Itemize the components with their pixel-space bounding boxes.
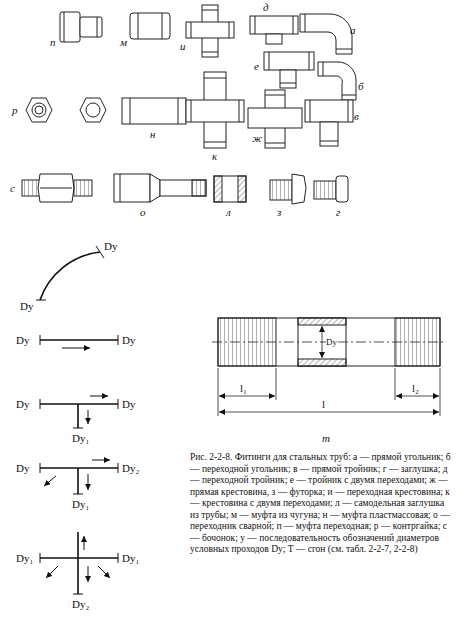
diameter-label: Dy₁: [72, 432, 89, 444]
part-letter: е: [254, 60, 259, 72]
diameter-label: Dy: [16, 334, 29, 346]
part-letter: н: [150, 128, 155, 140]
diameter-label: Dy: [16, 462, 29, 474]
part-letter: р: [12, 104, 18, 116]
part-letter: п: [50, 36, 56, 48]
part-letter: л: [226, 206, 231, 218]
part-letter: г: [336, 206, 340, 218]
part-letter: в: [354, 110, 359, 122]
dimension-label: Dy: [326, 336, 337, 348]
diameter-label: Dy₁: [72, 498, 89, 510]
part-letter: б: [358, 80, 364, 92]
diameter-label: Dy₂: [72, 598, 89, 610]
part-letter: и: [180, 40, 186, 52]
part-letter: о: [140, 206, 146, 218]
part-letter: м: [120, 36, 127, 48]
part-letter: к: [212, 150, 217, 162]
part-letter: т: [322, 432, 330, 444]
diameter-label: Dy₁: [16, 552, 33, 564]
diameter-label: Dy: [16, 398, 29, 410]
diameter-label: Dy: [122, 398, 135, 410]
dimension-label: l₂: [412, 382, 419, 394]
part-letter: д: [263, 1, 269, 13]
diameter-label: Dy₂: [122, 462, 139, 474]
part-letter: а: [350, 24, 356, 36]
part-letter: с: [10, 182, 15, 194]
diameter-label: Dy: [104, 240, 117, 252]
figure-caption: Рис. 2-2-8. Фитинги для стальных труб: а…: [190, 452, 452, 556]
diameter-label: Dy: [20, 300, 33, 312]
dimension-label: l₁: [240, 382, 247, 394]
dimension-label: l: [322, 398, 325, 410]
diameter-label: Dy₁: [122, 552, 139, 564]
part-letter: з: [277, 206, 281, 218]
diameter-label: Dy: [122, 334, 135, 346]
part-letter: ж: [252, 132, 262, 144]
